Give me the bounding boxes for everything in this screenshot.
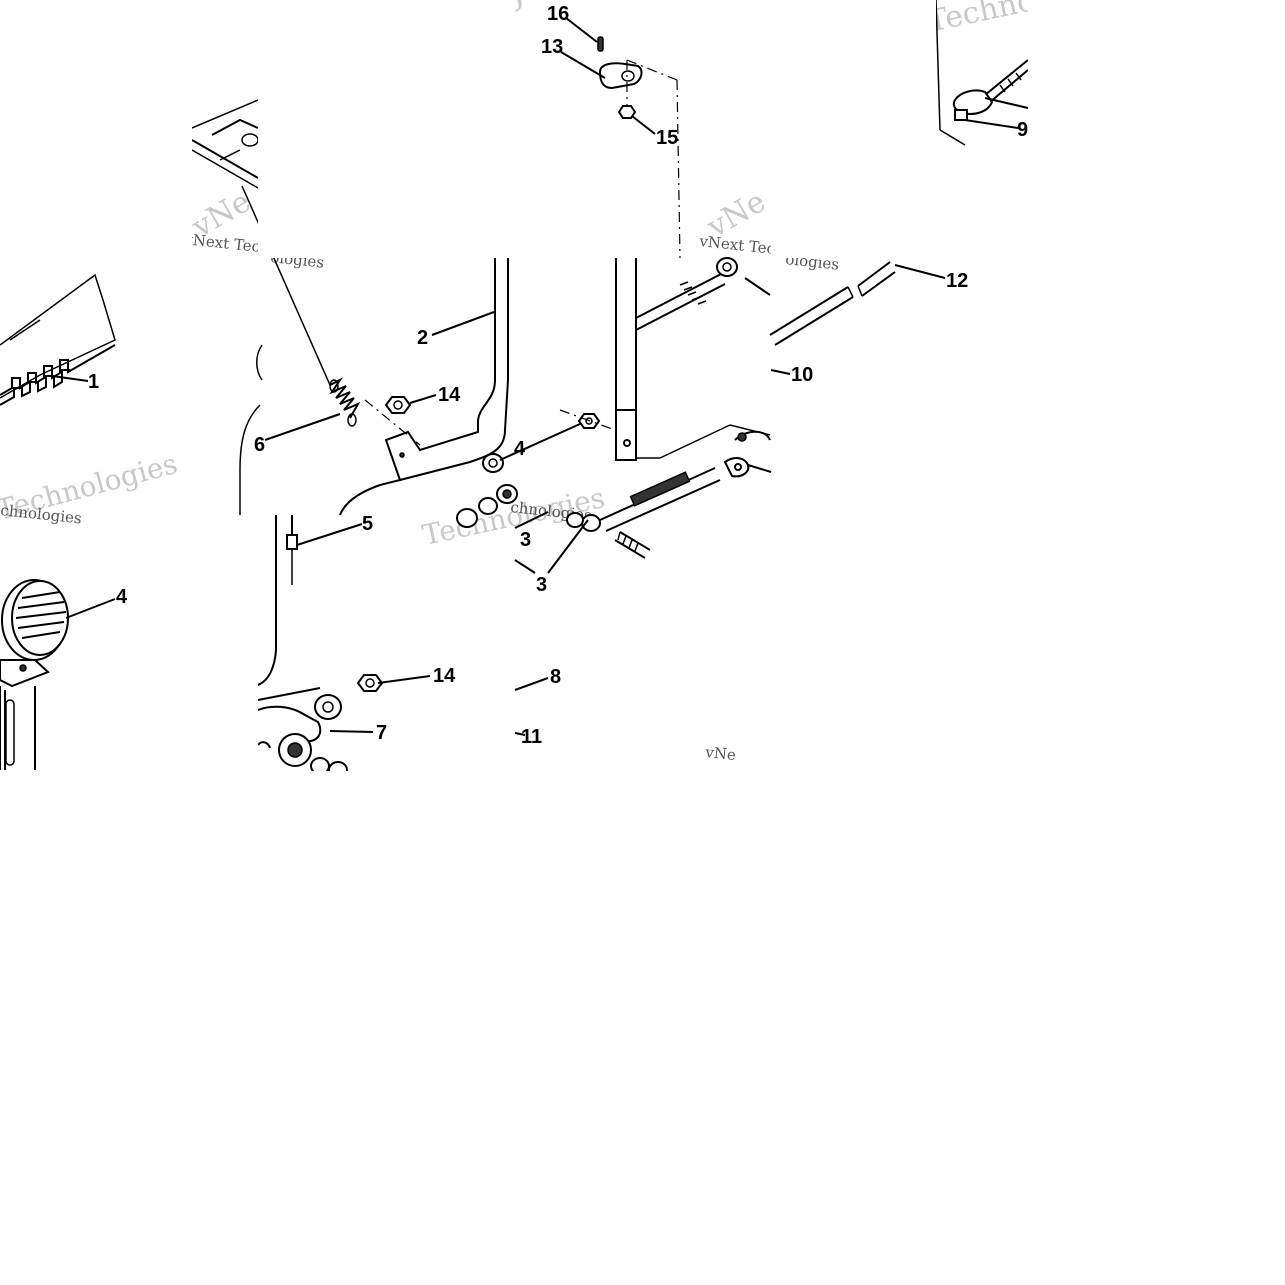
pedal-bracket-part: [239, 258, 509, 516]
clevis-part: [597, 36, 681, 259]
callout-11: 11: [521, 726, 542, 748]
callout-3-upper: 3: [520, 529, 531, 551]
washer-part: [456, 453, 518, 528]
rod-part: [769, 261, 896, 346]
watermark-small-left: vNext Tec: [183, 230, 261, 256]
callout-6: 6: [254, 434, 265, 456]
callout-5: 5: [362, 513, 373, 535]
callout-4-reflector: 4: [116, 586, 128, 608]
spring-part: [241, 185, 361, 427]
tray-part: [191, 99, 259, 189]
cover-plate-part: [0, 273, 116, 406]
callout-1: 1: [88, 371, 99, 393]
callout-labels: 1 2 3 3 4 4 5 6 7 8 9 10 11 12 13 14 14 …: [88, 3, 1028, 748]
callout-4-washer: 4: [514, 438, 526, 460]
cable-end-part: [935, 0, 1029, 146]
callout-2: 2: [417, 327, 428, 349]
watermark-techno-topright: Techno: [924, 0, 1038, 40]
callout-8: 8: [550, 666, 561, 688]
callout-9: 9: [1017, 119, 1028, 141]
nut-part-arm: [559, 409, 616, 431]
pivot-assembly-part: [257, 515, 384, 779]
watermark-small-bottom-mid: vNe: [704, 743, 737, 764]
callout-14-lower: 14: [433, 665, 456, 687]
nut-part-upper: [384, 396, 412, 414]
watermark-small-mid: vNext Tec: [698, 232, 776, 258]
leader-lines: [51, 17, 1029, 736]
callout-10: 10: [791, 364, 813, 386]
callout-16: 16: [547, 3, 569, 25]
linkage-rod-part: [566, 430, 771, 559]
callout-15: 15: [656, 127, 678, 149]
callout-13: 13: [541, 36, 563, 58]
shift-arm-part: [615, 257, 771, 461]
callout-7: 7: [376, 722, 387, 744]
callout-3-lower: 3: [536, 574, 547, 596]
callout-12: 12: [946, 270, 968, 292]
callout-14-upper: 14: [438, 384, 461, 406]
reflector-part: [0, 579, 69, 770]
